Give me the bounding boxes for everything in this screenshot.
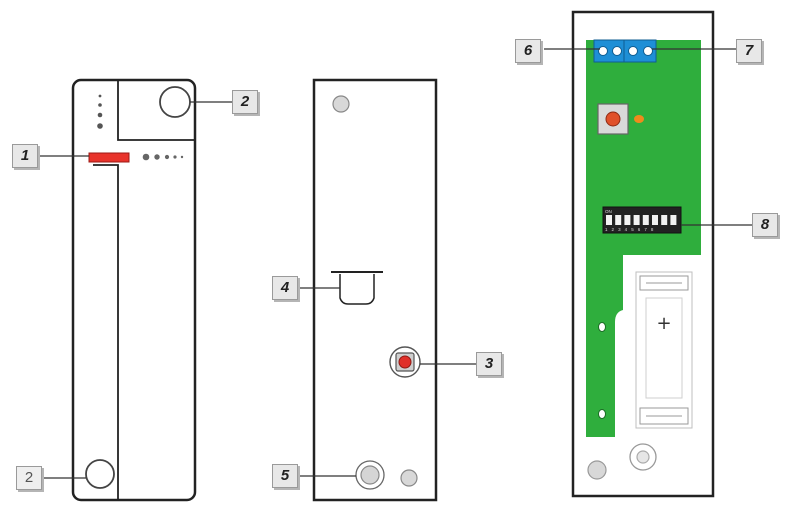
- dip-switch-numbers: 1 2 3 4 5 6 7 8: [605, 227, 655, 232]
- callout-3: 3: [476, 352, 502, 376]
- status-dot: [98, 94, 102, 98]
- status-dot: [142, 153, 150, 161]
- dip-switch-header: ON: [605, 209, 612, 214]
- pcb-led: [634, 115, 644, 123]
- battery-cell: [645, 297, 683, 399]
- status-dot: [97, 112, 103, 118]
- front-cover-top-compartment: [117, 80, 195, 141]
- screw-hole-bottom: [85, 459, 115, 489]
- dip-lever: [652, 215, 658, 225]
- status-dot: [97, 123, 103, 129]
- callout-7: 7: [736, 39, 762, 63]
- callout-2-bottom: 2: [16, 466, 42, 490]
- screw-hole-top: [159, 86, 191, 118]
- terminal-block-right: [623, 39, 657, 63]
- mount-hole: [587, 460, 607, 480]
- mount-hole: [332, 95, 350, 113]
- pcb-tamper-button: [605, 111, 621, 127]
- red-led-indicator: [88, 152, 130, 163]
- tamper-button: [398, 355, 412, 369]
- front-cover-view: [40, 78, 232, 502]
- screw-hole-inner: [636, 450, 650, 464]
- callout-5: 5: [272, 464, 298, 488]
- status-dot: [154, 154, 160, 160]
- terminal-screw: [628, 46, 638, 56]
- terminal-screw: [598, 46, 608, 56]
- callout-1: 1: [12, 144, 38, 168]
- front-cover-body: [71, 78, 197, 502]
- back-cover-view: [293, 78, 478, 502]
- dip-lever: [642, 215, 649, 225]
- pcb-pad: [598, 322, 606, 332]
- dip-lever: [633, 215, 640, 225]
- callout-2-top: 2: [232, 90, 258, 114]
- callout-6: 6: [515, 39, 541, 63]
- terminal-screw: [643, 46, 653, 56]
- callout-4: 4: [272, 276, 298, 300]
- status-dot: [173, 155, 177, 159]
- mount-hole: [400, 469, 418, 487]
- dip-switch-levers: [606, 215, 677, 225]
- status-dot: [98, 103, 102, 107]
- status-dot: [180, 155, 184, 159]
- dip-lever: [615, 215, 622, 225]
- clip-latch: [339, 274, 375, 305]
- dip-lever: [670, 215, 677, 225]
- back-cover-body: [312, 78, 438, 502]
- status-dot: [164, 154, 170, 160]
- terminal-screw: [612, 46, 622, 56]
- dip-lever: [661, 215, 668, 225]
- dip-lever: [624, 215, 631, 225]
- pcb-view: ON 1 2 3 4 5 6 7 8 +: [544, 10, 752, 498]
- callout-8: 8: [752, 213, 778, 237]
- battery-plus-icon: +: [656, 313, 671, 334]
- pcb-board: [586, 40, 701, 437]
- pcb-pad: [598, 409, 606, 419]
- dip-lever: [606, 215, 612, 225]
- front-cover-inner-panel: [93, 164, 119, 500]
- screw-hole-inner: [360, 465, 380, 485]
